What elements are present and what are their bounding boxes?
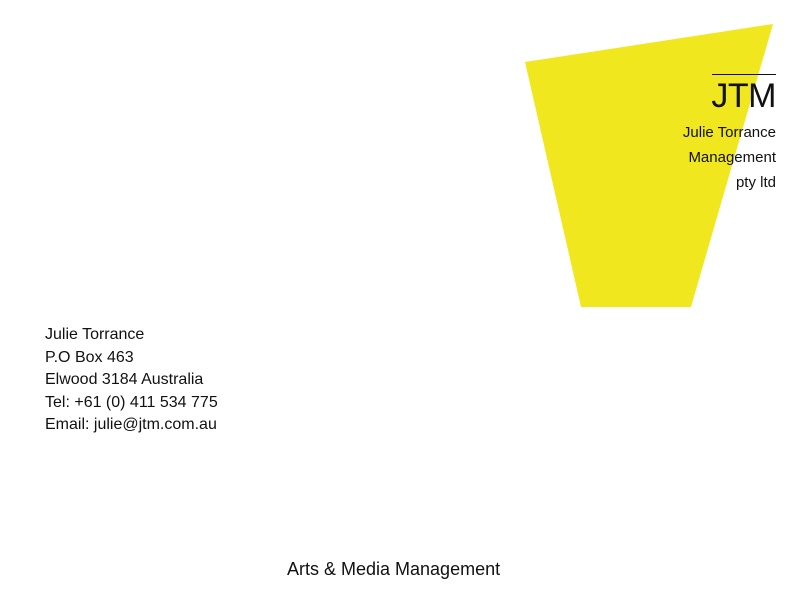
contact-address: P.O Box 463 (45, 348, 134, 366)
logo-mark: JTM (711, 77, 776, 115)
logo-name-line-1: Julie Torrance (682, 124, 776, 141)
logo-name-line-3: pty ltd (735, 174, 776, 191)
logo-divider (712, 74, 776, 75)
yellow-quad-polygon (525, 24, 773, 307)
contact-phone: Tel: +61 (0) 411 534 775 (45, 393, 218, 411)
logo-name-line-2: Management (688, 149, 776, 166)
contact-name: Julie Torrance (45, 326, 145, 343)
company-tagline: Arts & Media Management (287, 559, 501, 579)
contact-city: Elwood 3184 Australia (45, 371, 204, 388)
contact-block: Julie Torrance P.O Box 463 Elwood 3184 A… (45, 324, 345, 437)
contact-email: Email: julie@jtm.com.au (45, 416, 217, 433)
